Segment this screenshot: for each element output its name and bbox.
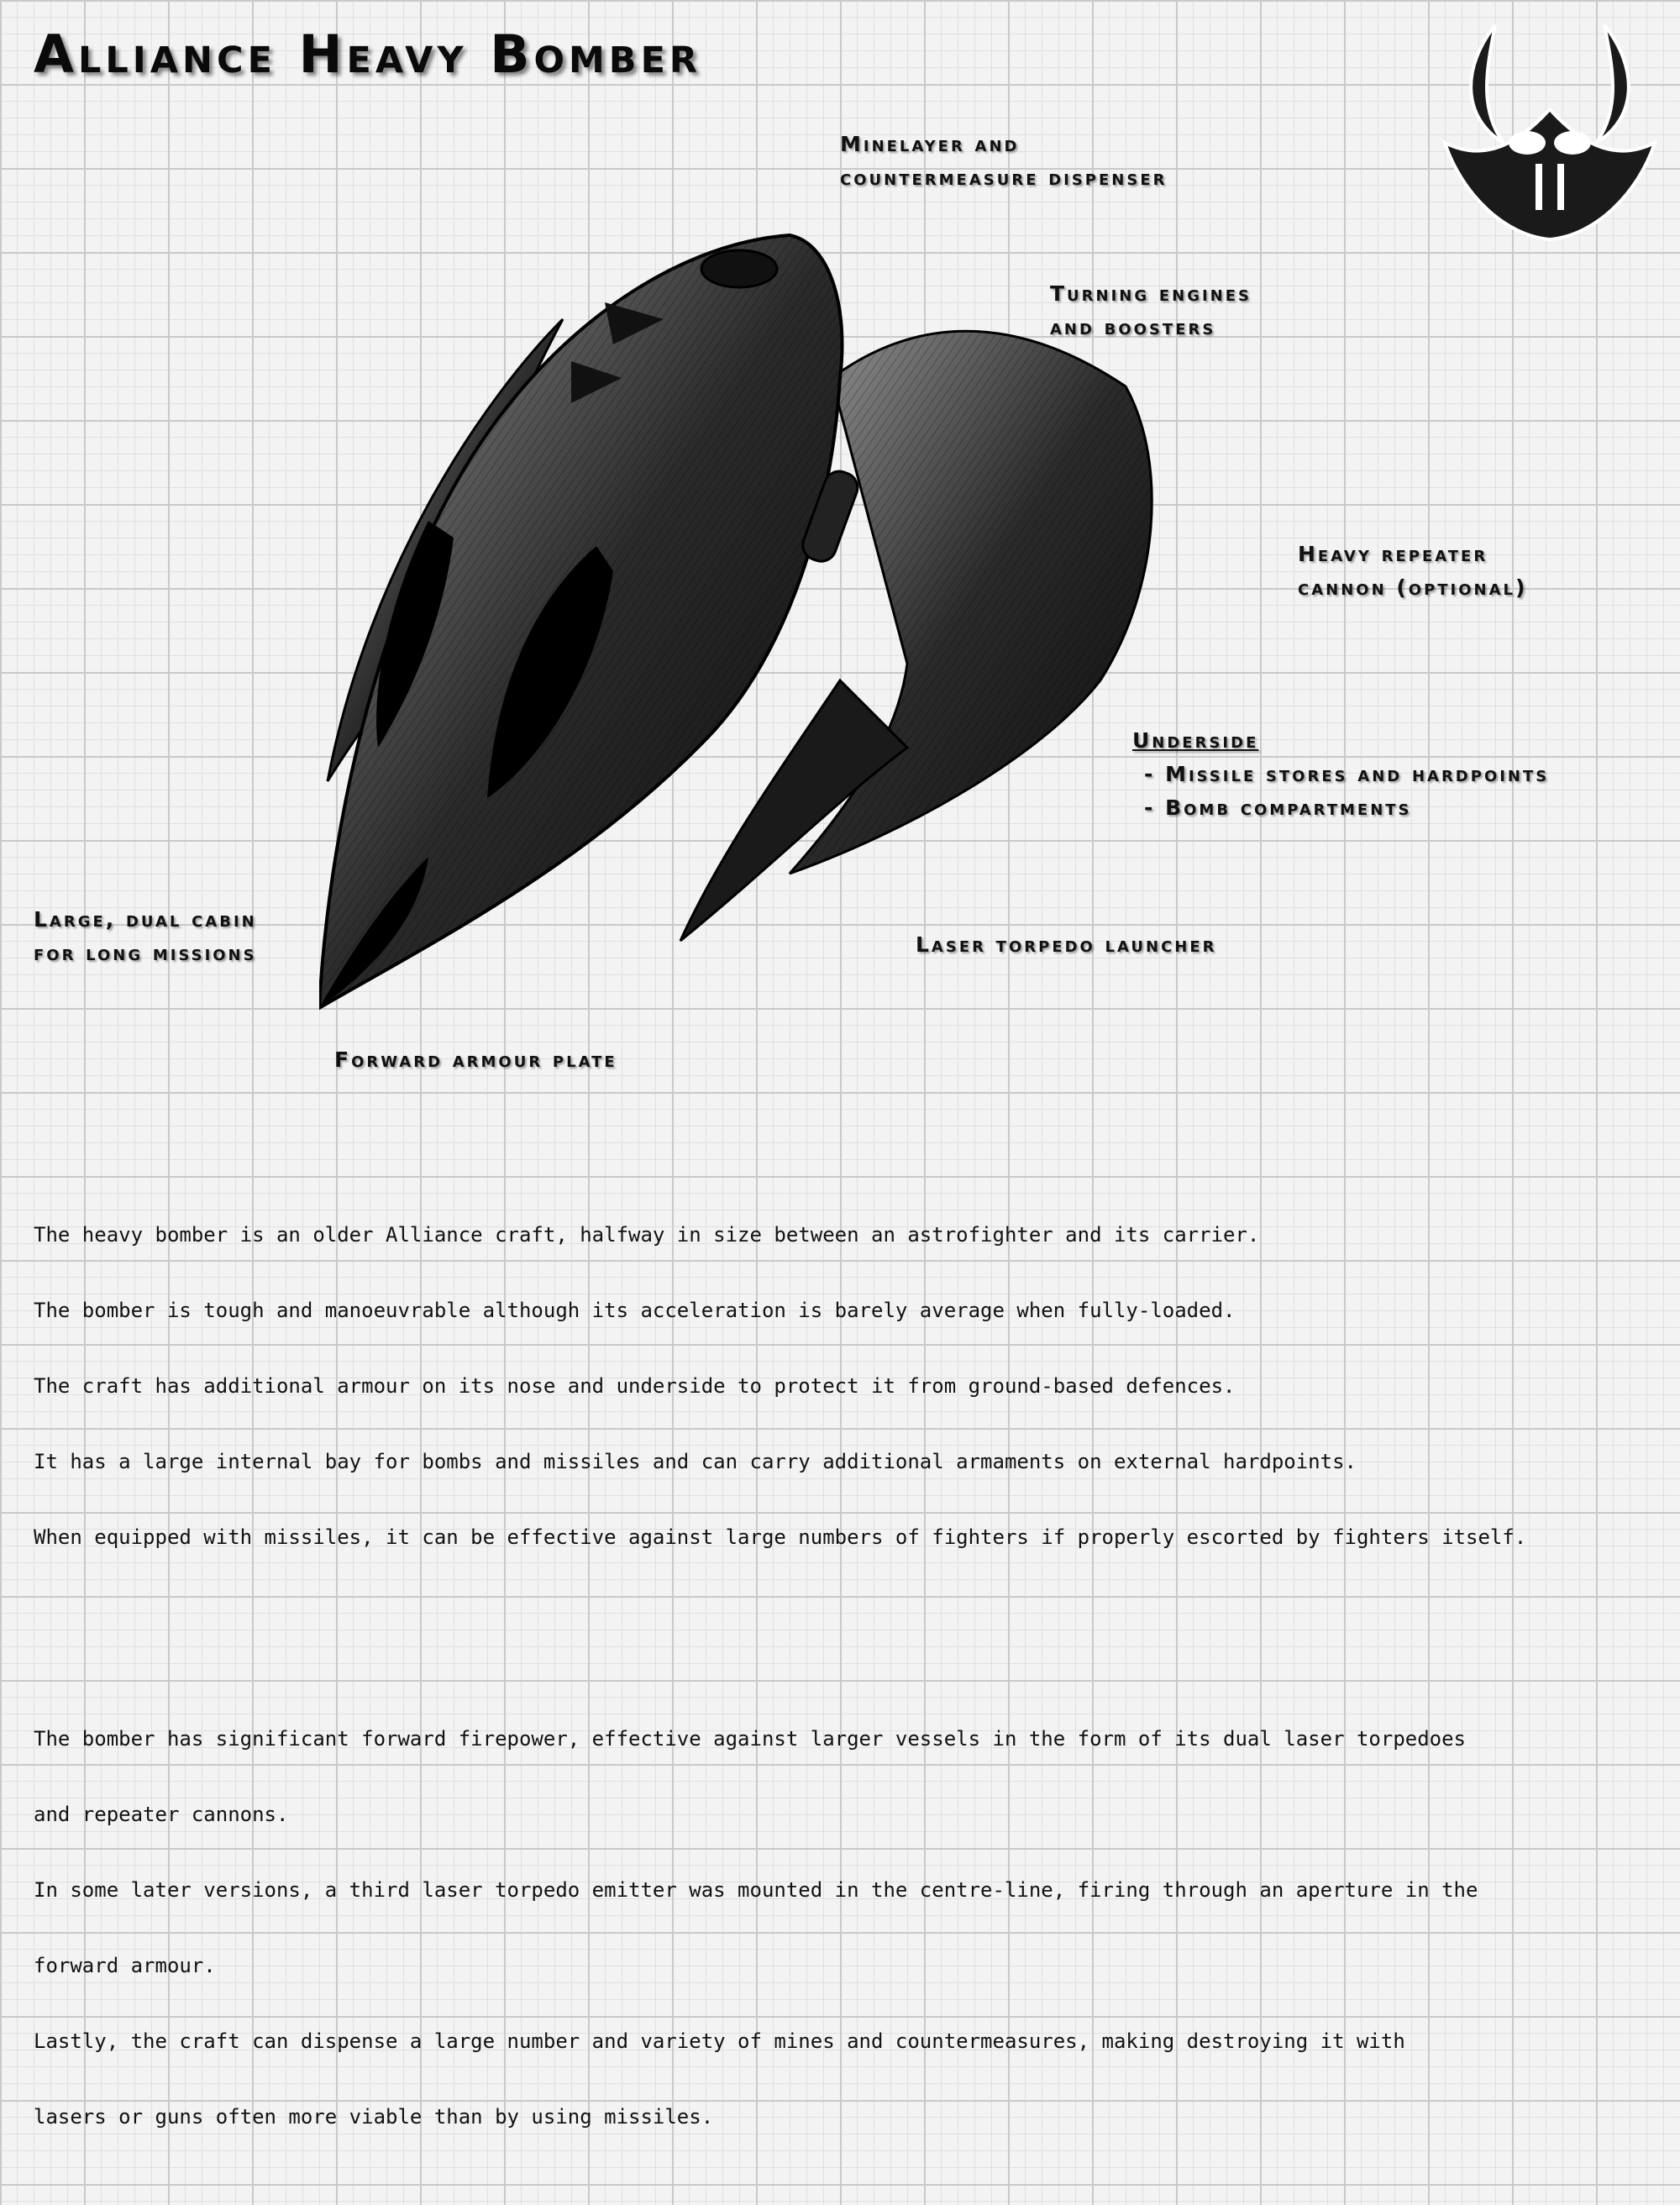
label-turning-line-1: Turning engines bbox=[1050, 281, 1252, 306]
heavy-bomber-sketch bbox=[319, 233, 1153, 1011]
label-minelayer: Minelayer and countermeasure dispenser bbox=[840, 128, 1167, 195]
label-turning-line-2: and boosters bbox=[1050, 315, 1216, 339]
label-minelayer-line-2: countermeasure dispenser bbox=[840, 165, 1168, 190]
description-line: In some later versions, a third laser to… bbox=[34, 1878, 1478, 1902]
label-cabin: Large, dual cabin for long missions bbox=[34, 903, 257, 970]
description-line: When equipped with missiles, it can be e… bbox=[34, 1525, 1527, 1549]
label-cabin-line-2: for long missions bbox=[34, 941, 257, 965]
description-line: The heavy bomber is an older Alliance cr… bbox=[34, 1223, 1260, 1247]
description-line: The bomber is tough and manoeuvrable alt… bbox=[34, 1299, 1236, 1322]
label-minelayer-line-1: Minelayer and bbox=[840, 132, 1020, 156]
label-laser-torpedo: Laser torpedo launcher bbox=[916, 932, 1217, 957]
description-line: The craft has additional armour on its n… bbox=[34, 1374, 1236, 1398]
label-underside-item-1: - Missile stores and hardpoints bbox=[1144, 762, 1550, 786]
label-repeater-line-2: cannon (optional) bbox=[1298, 575, 1528, 600]
description: The heavy bomber is an older Alliance cr… bbox=[34, 1121, 1646, 2205]
label-underside-item-2: - Bomb compartments bbox=[1144, 795, 1412, 820]
description-line: forward armour. bbox=[34, 1954, 216, 1977]
label-heavy-repeater: Heavy repeater cannon (optional) bbox=[1298, 538, 1527, 605]
description-line: It has a large internal bay for bombs an… bbox=[34, 1450, 1357, 1473]
page-title: Alliance Heavy Bomber bbox=[34, 24, 702, 85]
description-line: Lastly, the craft can dispense a large n… bbox=[34, 2029, 1405, 2053]
description-paragraph-1: The heavy bomber is an older Alliance cr… bbox=[34, 1172, 1646, 1600]
label-underside: Underside - Missile stores and hardpoint… bbox=[1132, 724, 1549, 825]
description-line: The bomber has significant forward firep… bbox=[34, 1727, 1467, 1751]
description-line: lasers or guns often more viable than by… bbox=[34, 2105, 714, 2129]
label-cabin-line-1: Large, dual cabin bbox=[34, 907, 257, 932]
label-underside-heading: Underside bbox=[1132, 728, 1259, 753]
label-repeater-line-1: Heavy repeater bbox=[1298, 542, 1488, 566]
label-turning-engines: Turning engines and boosters bbox=[1050, 277, 1252, 344]
description-line: and repeater cannons. bbox=[34, 1803, 289, 1826]
description-paragraph-2: The bomber has significant forward firep… bbox=[34, 1676, 1646, 2180]
alliance-emblem-icon bbox=[1441, 24, 1658, 242]
label-forward-armour: Forward armour plate bbox=[334, 1047, 617, 1072]
